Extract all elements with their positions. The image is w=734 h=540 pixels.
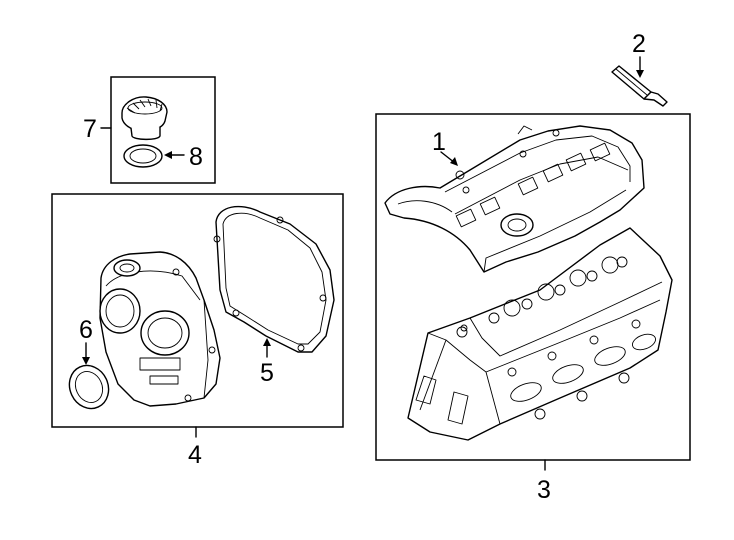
callout-3: 3	[537, 476, 551, 504]
sealant-tube	[611, 65, 668, 107]
callout-2: 2	[632, 30, 646, 58]
callout-6: 6	[79, 316, 93, 344]
crank-seal	[68, 364, 110, 410]
timing-cover-gasket	[213, 205, 335, 353]
group-box-4	[51, 193, 344, 428]
group-box-3	[375, 113, 691, 461]
valve-cover	[384, 125, 645, 273]
callout-5: 5	[260, 359, 274, 387]
callout-7: 7	[83, 115, 97, 143]
oil-filler-cap	[121, 96, 168, 141]
oil-filler-seal	[123, 144, 163, 168]
timing-cover	[99, 251, 221, 407]
callout-8: 8	[189, 143, 203, 171]
callout-4: 4	[188, 441, 202, 469]
group-box-7	[110, 76, 216, 184]
callout-1: 1	[432, 128, 446, 156]
cylinder-head	[407, 227, 673, 441]
